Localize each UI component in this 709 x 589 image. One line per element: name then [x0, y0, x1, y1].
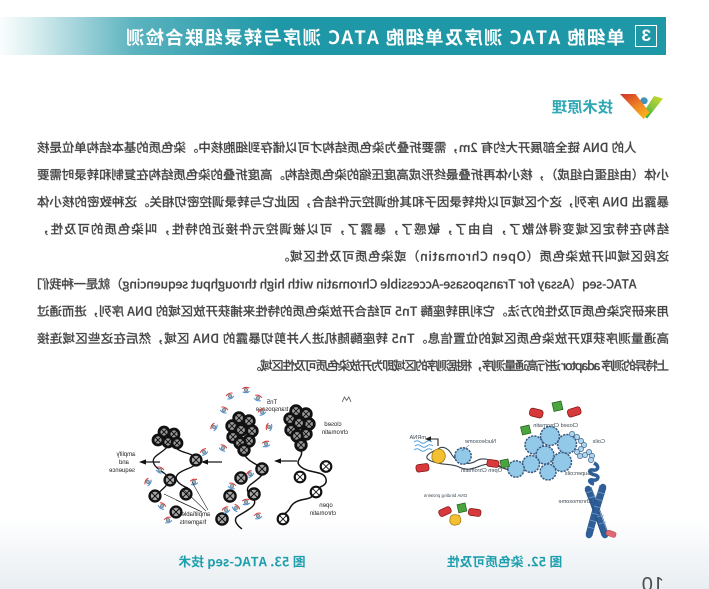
svg-text:Closed Chromatin: Closed Chromatin [533, 423, 578, 429]
svg-text:Supercoils: Supercoils [565, 471, 591, 477]
svg-text:sequence: sequence [108, 468, 135, 474]
svg-text:fragments: fragments [180, 520, 207, 526]
svg-text:and: and [119, 460, 129, 466]
svg-text:Chromosome: Chromosome [558, 499, 592, 505]
svg-text:Nucleosome: Nucleosome [465, 439, 496, 445]
svg-text:amplifiable: amplifiable [181, 512, 210, 518]
svg-text:amplify: amplify [116, 452, 135, 458]
svg-text:chromatin: chromatin [322, 430, 348, 436]
svg-text:Coils: Coils [592, 439, 605, 445]
svg-text:open: open [319, 503, 332, 509]
svg-text:Tn5: Tn5 [266, 400, 277, 406]
svg-text:closed: closed [324, 422, 341, 428]
svg-text:mRNA: mRNA [409, 435, 426, 441]
svg-text:chromatin: chromatin [310, 511, 336, 517]
svg-text:Open Chromatin: Open Chromatin [461, 468, 502, 474]
svg-text:transposase: transposase [255, 407, 288, 413]
svg-text:DNA binding proteins: DNA binding proteins [423, 493, 467, 498]
